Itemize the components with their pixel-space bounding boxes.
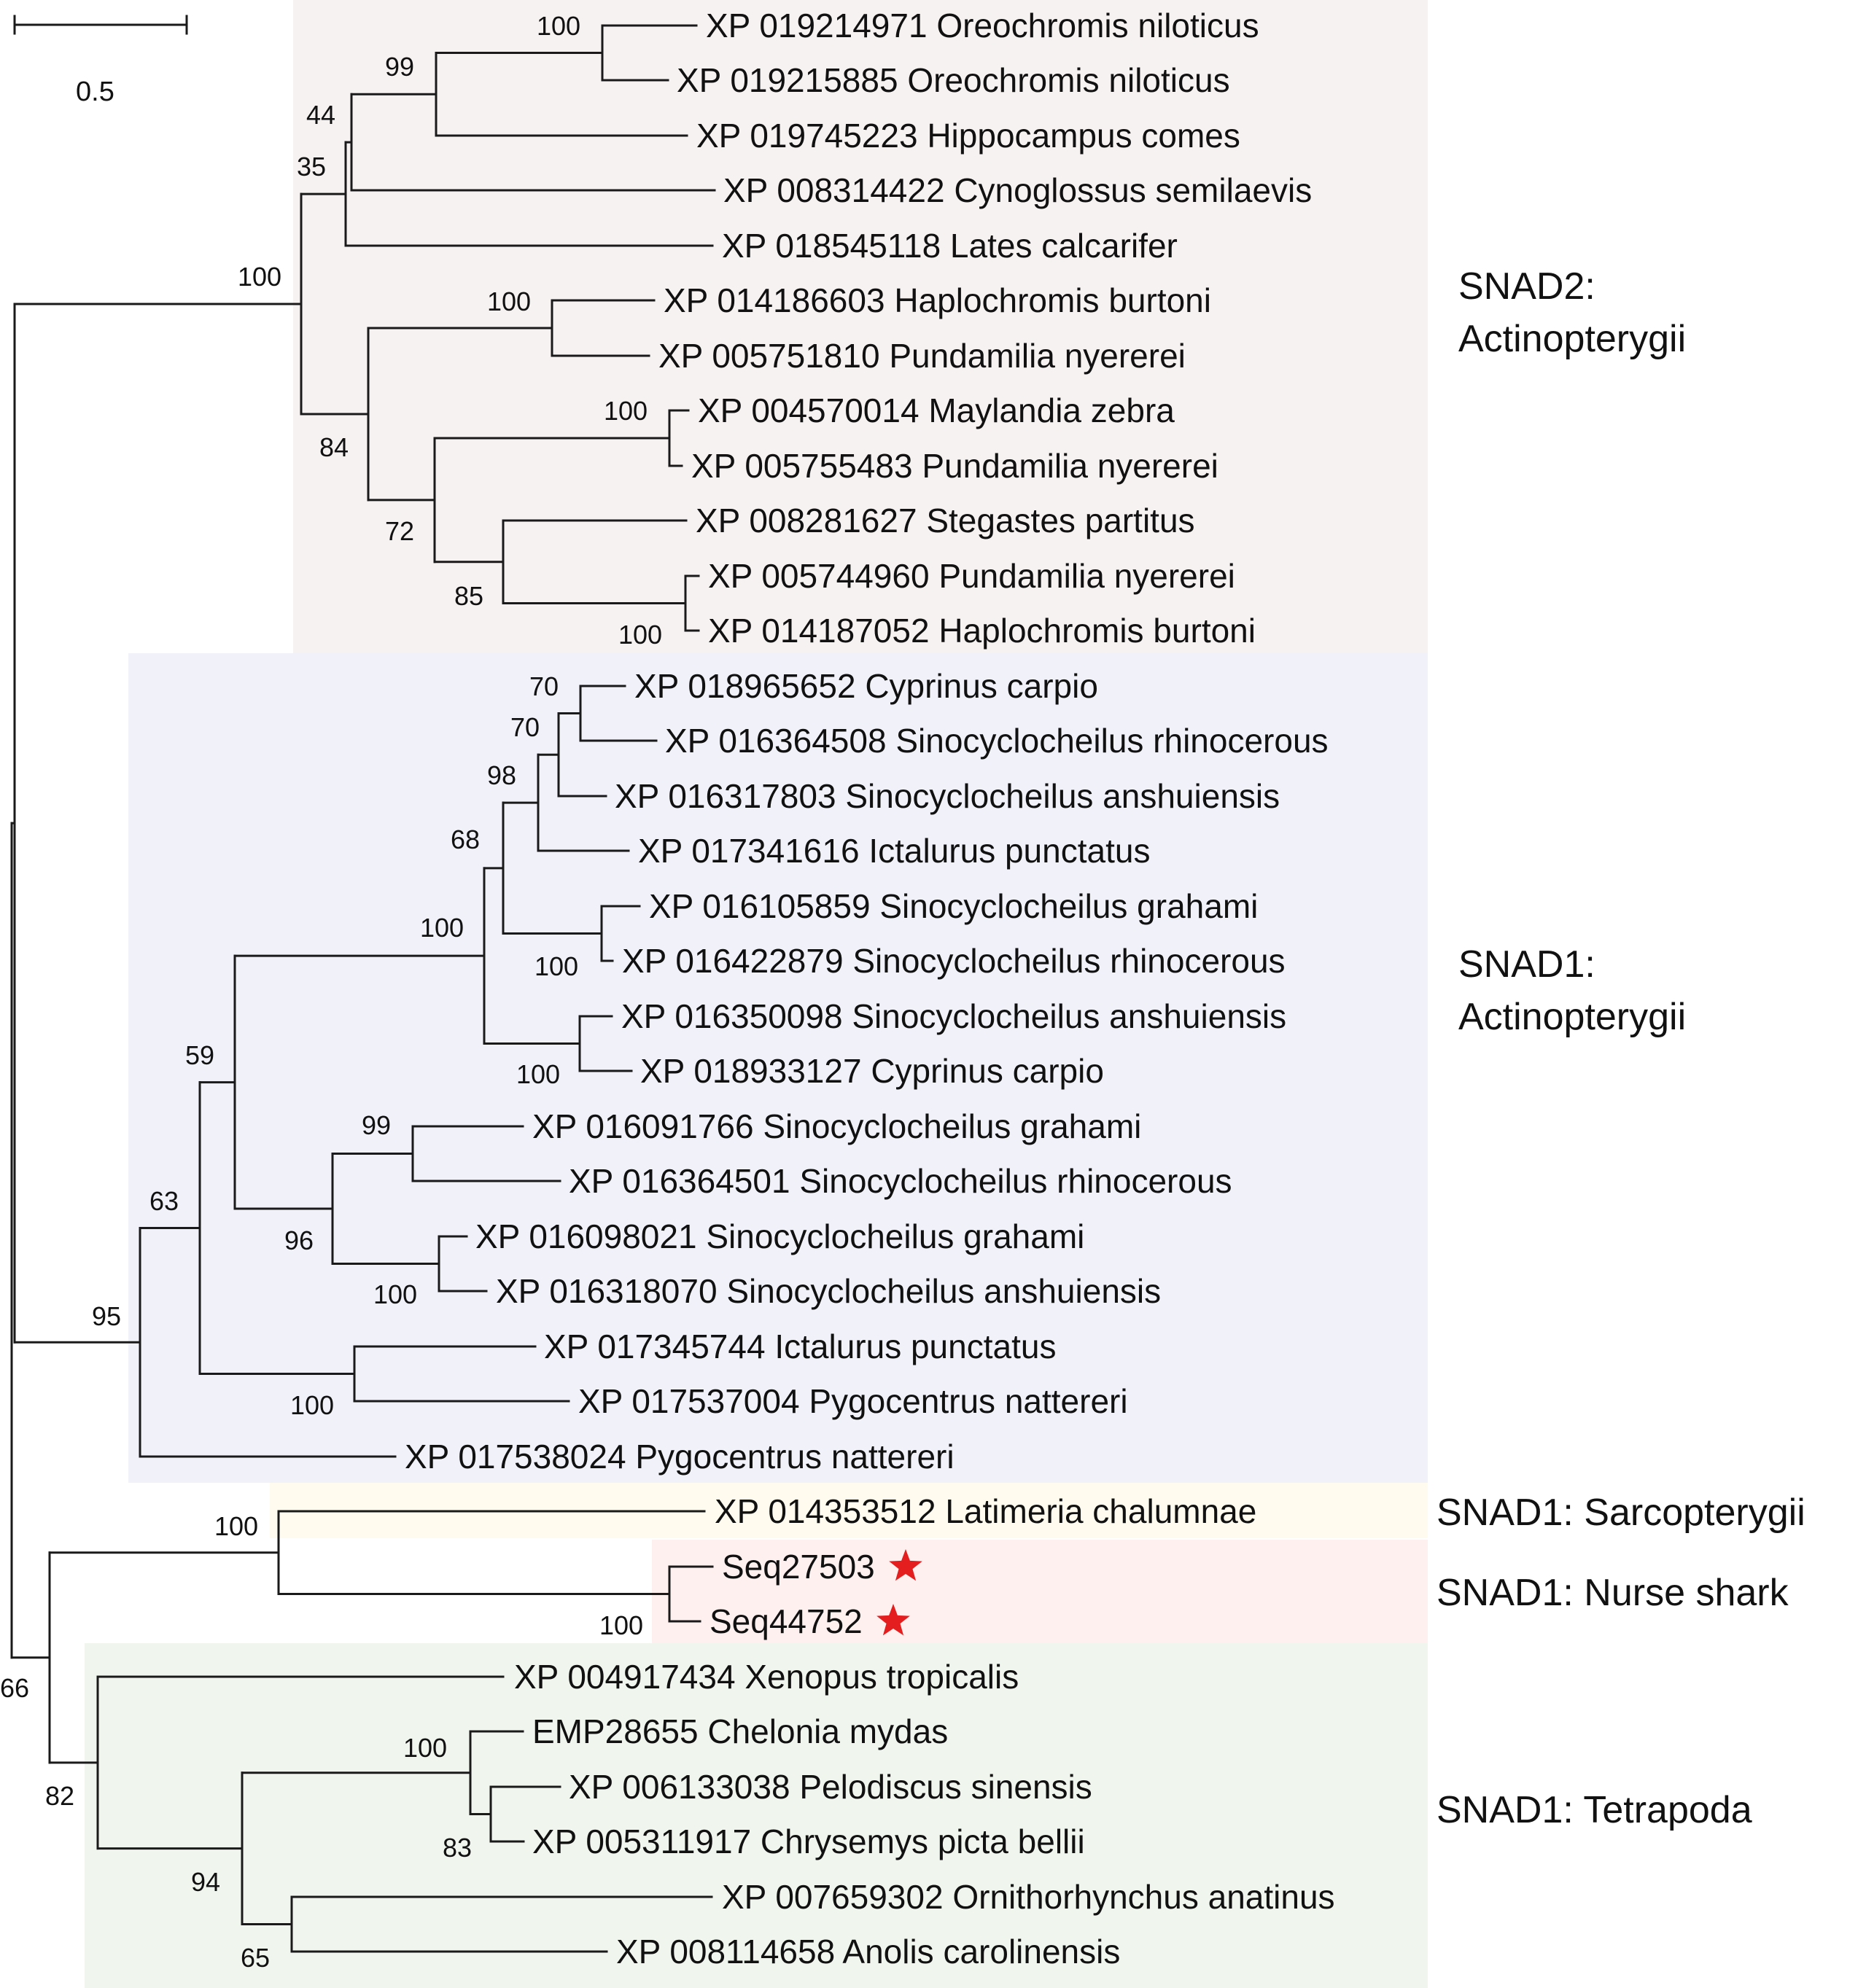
leaf-label: XP 014187052 Haplochromis burtoni xyxy=(708,612,1256,650)
leaf-label: Seq27503 xyxy=(722,1548,875,1586)
leaf-label: XP 018933127 Cyprinus carpio xyxy=(640,1052,1104,1090)
leaf-label: XP 016422879 Sinocyclocheilus rhinocerou… xyxy=(622,942,1286,980)
clade-labels: SNAD2:ActinopterygiiSNAD1:Actinopterygii… xyxy=(1437,265,1805,1831)
clade-label-snad2: Actinopterygii xyxy=(1458,318,1686,360)
leaf-label: XP 016364501 Sinocyclocheilus rhinocerou… xyxy=(569,1162,1232,1200)
bootstrap-value: 100 xyxy=(537,11,580,41)
leaf-label: XP 014186603 Haplochromis burtoni xyxy=(664,281,1211,319)
bootstrap-value: 98 xyxy=(487,760,516,790)
band-shark xyxy=(652,1540,1428,1643)
star-icon xyxy=(876,1604,910,1636)
bootstrap-value: 100 xyxy=(238,262,281,292)
clade-label-snad1-actino: SNAD1: xyxy=(1458,943,1595,986)
band-snad2 xyxy=(293,0,1428,653)
bootstrap-value: 82 xyxy=(45,1781,74,1811)
leaf-label: XP 016105859 Sinocyclocheilus grahami xyxy=(649,887,1258,925)
leaf-label: XP 008281627 Stegastes partitus xyxy=(696,502,1195,539)
leaf-label: EMP28655 Chelonia mydas xyxy=(532,1712,948,1750)
bootstrap-value: 100 xyxy=(604,396,648,426)
leaf-labels: XP 019214971 Oreochromis niloticus XP 019… xyxy=(405,7,1335,1971)
bootstrap-value: 100 xyxy=(487,286,531,316)
leaf-label: XP 016091766 Sinocyclocheilus grahami xyxy=(532,1107,1141,1145)
bootstrap-value: 66 xyxy=(0,1673,29,1703)
leaf-label: XP 006133038 Pelodiscus sinensis xyxy=(569,1768,1092,1806)
leaf-label: XP 007659302 Ornithorhynchus anatinus xyxy=(722,1878,1335,1916)
bootstrap-value: 72 xyxy=(385,516,414,546)
bootstrap-value: 94 xyxy=(191,1867,220,1897)
bootstrap-value: 84 xyxy=(319,432,349,462)
leaf-label: XP 014353512 Latimeria chalumnae xyxy=(715,1492,1256,1530)
bootstrap-value: 85 xyxy=(454,581,483,611)
band-snad1_actino xyxy=(128,653,1428,1483)
bootstrap-value: 95 xyxy=(92,1301,121,1331)
leaf-label: XP 018965652 Cyprinus carpio xyxy=(634,667,1098,705)
bootstrap-value: 68 xyxy=(451,825,480,854)
clade-label-shark: SNAD1: Nurse shark xyxy=(1437,1572,1789,1614)
leaf-label: XP 008314422 Cynoglossus semilaevis xyxy=(723,171,1312,209)
leaf-label: XP 019745223 Hippocampus comes xyxy=(696,117,1240,155)
leaf-label: XP 017345744 Ictalurus punctatus xyxy=(544,1328,1056,1365)
clade-background-bands xyxy=(85,0,1428,1988)
bootstrap-value: 100 xyxy=(420,913,464,943)
bootstrap-value: 100 xyxy=(290,1390,334,1420)
leaf-label: XP 017538024 Pygocentrus nattereri xyxy=(405,1438,955,1476)
leaf-label: XP 019215885 Oreochromis niloticus xyxy=(677,61,1230,99)
tree-branches xyxy=(10,24,716,1953)
bootstrap-value: 83 xyxy=(443,1833,472,1863)
leaf-label: XP 005755483 Pundamilia nyererei xyxy=(691,447,1218,485)
bootstrap-value: 44 xyxy=(306,100,335,130)
leaf-label: XP 016364508 Sinocyclocheilus rhinocerou… xyxy=(665,722,1329,760)
bootstrap-value: 59 xyxy=(185,1040,214,1070)
bootstrap-value: 70 xyxy=(510,712,540,742)
leaf-label: XP 017341616 Ictalurus punctatus xyxy=(638,832,1150,870)
leaf-label: XP 016098021 Sinocyclocheilus grahami xyxy=(475,1217,1084,1255)
bootstrap-value: 35 xyxy=(297,152,326,182)
bootstrap-value: 100 xyxy=(373,1279,417,1309)
leaf-label: XP 018545118 Lates calcarifer xyxy=(722,227,1178,265)
bootstrap-value: 100 xyxy=(599,1610,643,1640)
leaf-label: XP 005751810 Pundamilia nyererei xyxy=(658,337,1186,375)
star-icon xyxy=(889,1549,922,1581)
bootstrap-value: 100 xyxy=(534,951,578,981)
bootstrap-value: 70 xyxy=(529,671,559,701)
leaf-label: Seq44752 xyxy=(710,1602,863,1640)
bootstrap-value: 100 xyxy=(618,620,662,650)
bootstrap-value: 100 xyxy=(516,1059,560,1089)
leaf-label: XP 008114658 Anolis carolinensis xyxy=(616,1933,1120,1971)
clade-label-sarco: SNAD1: Sarcopterygii xyxy=(1437,1492,1805,1534)
scale-bar-label: 0.5 xyxy=(76,77,114,107)
leaf-label: XP 019214971 Oreochromis niloticus xyxy=(706,7,1259,44)
bootstrap-value: 100 xyxy=(214,1511,258,1541)
bootstrap-value: 65 xyxy=(241,1943,270,1973)
leaf-label: XP 016317803 Sinocyclocheilus anshuiensi… xyxy=(615,777,1280,815)
bootstrap-value: 96 xyxy=(284,1225,314,1255)
bootstrap-labels: 100 99 44 35 100 100 84 100 72 85 100 70 70 98 68 100 10… xyxy=(0,11,662,1973)
leaf-label: XP 005311917 Chrysemys picta bellii xyxy=(532,1823,1085,1860)
leaf-label: XP 004917434 Xenopus tropicalis xyxy=(514,1658,1019,1696)
band-tetra xyxy=(85,1643,1428,1988)
clade-label-snad2: SNAD2: xyxy=(1458,265,1595,308)
bootstrap-value: 100 xyxy=(403,1733,447,1763)
scale-bar: 0.5 xyxy=(13,15,188,107)
clade-label-snad1-actino: Actinopterygii xyxy=(1458,996,1686,1038)
bootstrap-value: 99 xyxy=(362,1110,391,1140)
clade-label-tetra: SNAD1: Tetrapoda xyxy=(1437,1789,1752,1831)
leaf-label: XP 004570014 Maylandia zebra xyxy=(698,391,1175,429)
leaf-label: XP 016318070 Sinocyclocheilus anshuiensi… xyxy=(496,1272,1161,1310)
leaf-label: XP 017537004 Pygocentrus nattereri xyxy=(578,1382,1128,1420)
leaf-label: XP 016350098 Sinocyclocheilus anshuiensi… xyxy=(621,997,1286,1035)
leaf-label: XP 005744960 Pundamilia nyererei xyxy=(708,557,1235,595)
bootstrap-value: 99 xyxy=(385,52,414,82)
bootstrap-value: 63 xyxy=(149,1186,179,1216)
